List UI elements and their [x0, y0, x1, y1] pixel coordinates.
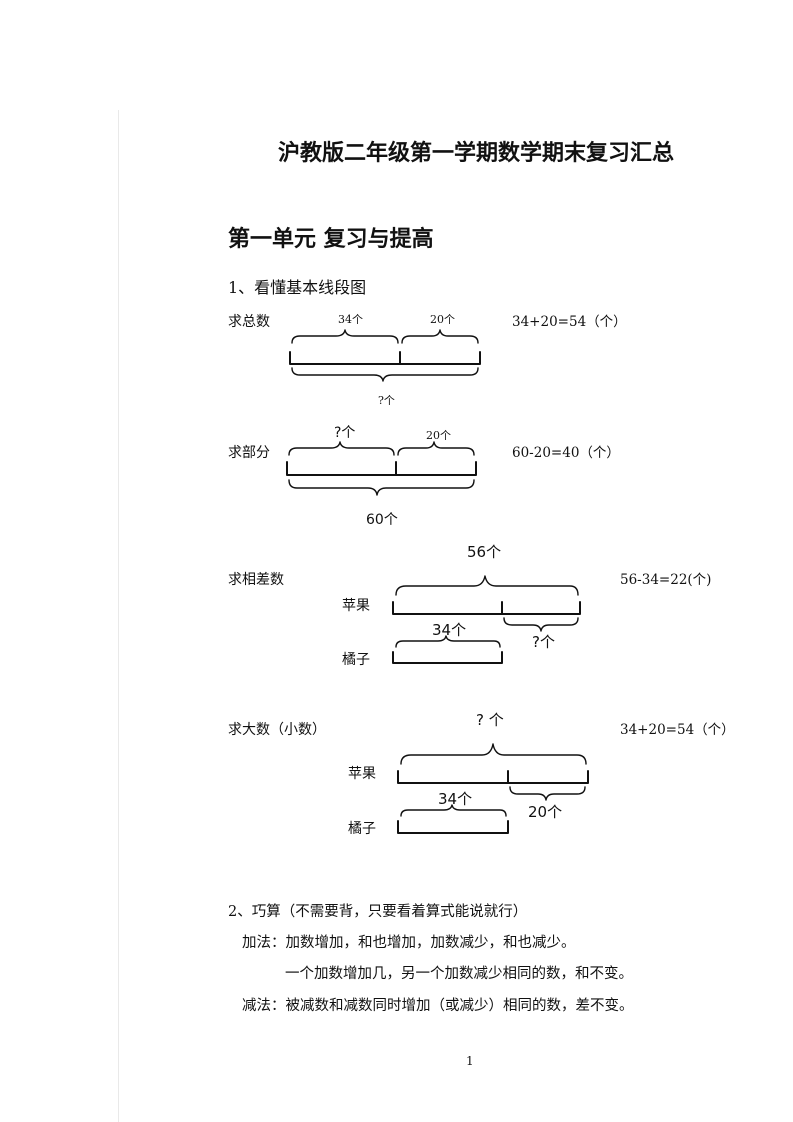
bigger-row2: 橘子 [348, 821, 376, 837]
difference-brace-question [503, 617, 579, 632]
total-label: 求总数 [228, 314, 270, 330]
difference-row2-value: 34个 [432, 621, 467, 639]
bigger-row1: 苹果 [348, 766, 376, 782]
total-formula: 34+20=54（个） [512, 314, 627, 330]
bigger-formula: 34+20=54（个） [620, 722, 735, 738]
difference-apple-bar [392, 601, 581, 615]
bigger-orange-bar [397, 820, 509, 834]
part-part-a: ?个 [334, 425, 356, 441]
part-brace-top-b [397, 441, 475, 456]
difference-diagram [392, 575, 581, 664]
page-margin-line [118, 110, 119, 1122]
subtraction-rule: 减法：被减数和减数同时增加（或减少）相同的数，差不变。 [242, 998, 634, 1014]
difference-question: ?个 [532, 633, 555, 651]
bigger-orange-brace [400, 804, 507, 817]
total-diagram [289, 329, 481, 382]
total-brace-top-a [291, 329, 399, 344]
difference-orange-brace [395, 635, 501, 648]
total-part-a: 34个 [338, 313, 363, 326]
difference-row1: 苹果 [342, 598, 370, 614]
bigger-top: ? 个 [476, 711, 504, 729]
bigger-diff: 20个 [528, 803, 563, 821]
total-question: ?个 [378, 394, 395, 407]
page-number: 1 [466, 1054, 474, 1068]
part-bar [286, 461, 477, 476]
part-brace-top-a [288, 441, 395, 456]
section2-heading: 2、巧算（不需要背，只要看着算式能说就行） [228, 904, 528, 920]
part-formula: 60-20=40（个） [512, 445, 620, 461]
part-diagram [286, 441, 477, 496]
bigger-row2-value: 34个 [438, 790, 473, 808]
total-part-b: 20个 [430, 313, 455, 326]
total-brace-bottom [291, 367, 479, 382]
addition-rule-2: 一个加数增加几，另一个加数减少相同的数，和不变。 [285, 966, 633, 982]
difference-row2: 橘子 [342, 652, 370, 668]
unit-heading: 第一单元 复习与提高 [228, 227, 434, 252]
total-brace-top-b [401, 329, 479, 344]
addition-rule-1: 加法：加数增加，和也增加，加数减少，和也减少。 [242, 935, 576, 951]
difference-label: 求相差数 [228, 572, 284, 588]
total-bar [289, 351, 481, 365]
section1-heading: 1、看懂基本线段图 [228, 278, 367, 297]
bigger-label: 求大数（小数） [228, 722, 326, 738]
difference-formula: 56-34=22(个) [620, 572, 712, 588]
difference-top: 56个 [467, 543, 502, 561]
difference-brace-top [395, 575, 579, 596]
bigger-brace-diff [509, 786, 586, 801]
part-brace-bottom [288, 479, 475, 496]
part-whole: 60个 [366, 512, 398, 528]
part-label: 求部分 [228, 445, 270, 461]
bigger-brace-top [400, 743, 587, 765]
part-part-b: 20个 [426, 429, 451, 442]
document-title: 沪教版二年级第一学期数学期末复习汇总 [278, 141, 675, 166]
bigger-diagram [397, 743, 589, 834]
difference-orange-bar [392, 651, 503, 664]
bigger-apple-bar [397, 770, 589, 784]
